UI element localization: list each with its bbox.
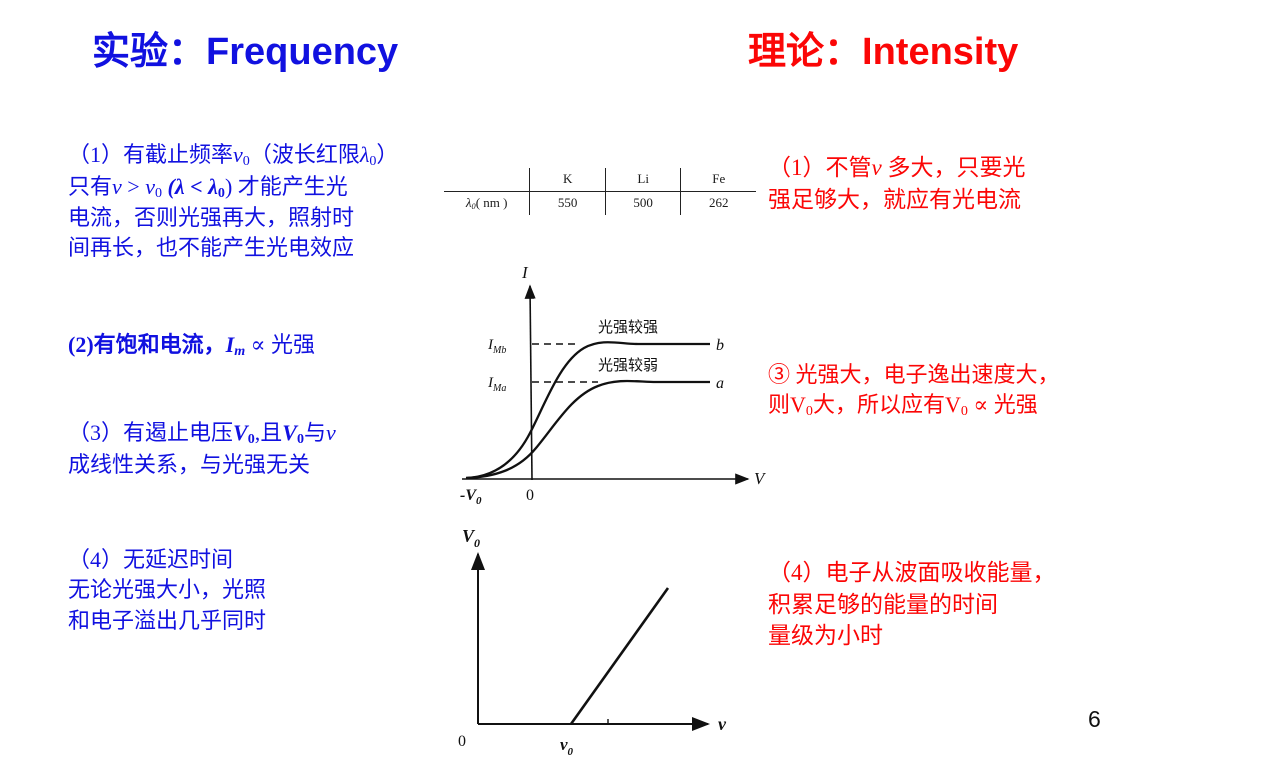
title-experiment: 实验：Frequency (92, 20, 398, 75)
symbol-nu: ν (145, 173, 155, 199)
right-p4-line2: 积累足够的能量的时间 (768, 591, 998, 617)
text-run: ） (376, 142, 399, 167)
right-p4-line1: （4）电子从波面吸收能量， (768, 560, 1056, 585)
symbol-lambda: λ (465, 195, 472, 210)
text-run: 与 (304, 420, 327, 445)
symbol-sub: 0 (960, 403, 968, 420)
iv-y-axis-label: I (521, 263, 529, 282)
iv-ytick-ima: IMa (487, 375, 506, 394)
v0-threshold-label: ν0 (560, 735, 574, 758)
symbol-sub: 0 (242, 153, 250, 170)
title-experiment-latin: Frequency (206, 31, 399, 73)
symbol-sub: 0 (805, 403, 813, 420)
text-run: （1）有截止频率 (68, 142, 234, 167)
unit-label: ( nm ) (475, 195, 508, 210)
iv-annotation-weak: 光强较弱 (598, 356, 658, 374)
iv-annotation-strong: 光强较强 (598, 318, 658, 336)
symbol-sub: m (234, 343, 246, 360)
v0-line-series (569, 587, 670, 725)
cutoff-wavelength-table: K Li Fe λ0( nm ) 550 500 262 (444, 168, 756, 215)
iv-curve-a (465, 379, 710, 480)
table-cell-li-value: 500 (605, 191, 682, 215)
text-run: （波长红限 (249, 142, 360, 167)
iv-y-axis (524, 284, 536, 481)
text-run: ∝ 光强 (967, 392, 1038, 418)
v0-x-axis-label: ν (718, 714, 727, 734)
title-theory-latin: Intensity (862, 31, 1019, 73)
symbol-sub: 0 (471, 201, 476, 211)
text-run: ) 才能产生光 (224, 173, 348, 199)
iv-curve-b (465, 341, 710, 480)
left-paragraph-3: （3）有遏止电压V0,且V0与ν 成线性关系，与光强无关 (68, 418, 336, 480)
symbol-sub: 0 (369, 153, 377, 170)
symbol-nu: ν (112, 173, 122, 199)
left-paragraph-4: （4）无延迟时间 无论光强大小，光照 和电子溢出几乎同时 (68, 545, 266, 636)
v0-y-axis-label: V0 (462, 526, 480, 550)
right-p1-line1: （1）不管ν 多大，只要光 (768, 152, 1025, 184)
symbol-lambda-compare: (λ < λ (162, 173, 218, 199)
right-p3-line2: 则V0大，所以应有V0 ∝ 光强 (768, 390, 1060, 422)
left-p3-line2: 成线性关系，与光强无关 (68, 451, 311, 477)
iv-stopping-voltage-label: -V0 (460, 487, 482, 506)
table-row-header-lambda0: λ0( nm ) (444, 191, 531, 215)
table-header-k: K (529, 168, 606, 192)
iv-x-axis-label: V (754, 469, 767, 488)
right-paragraph-3: ③ 光强大，电子逸出速度大， 则V0大，所以应有V0 ∝ 光强 (768, 360, 1060, 422)
symbol-sub: 0 (154, 184, 163, 201)
table-header-fe: Fe (680, 168, 756, 192)
iv-ytick-imb: IMb (487, 337, 506, 356)
iv-curve-b-label: b (716, 337, 724, 354)
table-corner-cell (444, 168, 531, 192)
symbol-V: V (282, 420, 297, 445)
text-run: ∝ 光强 (245, 332, 316, 357)
symbol-sub: 0 (217, 184, 225, 201)
title-experiment-prefix: 实验： (92, 31, 207, 73)
left-p3-line1: （3）有遏止电压V0,且V0与ν (68, 418, 336, 450)
text-run: 多大，只要光 (881, 155, 1026, 180)
left-paragraph-1: （1）有截止频率ν0（波长红限λ0） 只有ν > ν0 (λ < λ0) 才能产… (68, 140, 398, 264)
symbol-gt: > (121, 173, 146, 199)
title-theory: 理论：Intensity (748, 20, 1018, 75)
left-p1-line1: （1）有截止频率ν0（波长红限λ0） (68, 140, 398, 172)
left-p4-line1: （4）无延迟时间 (68, 547, 234, 572)
table-header-row: K Li Fe (444, 168, 756, 192)
right-p3-line1: ③ 光强大，电子逸出速度大， (768, 362, 1060, 387)
text-run: 只有 (68, 173, 113, 199)
stopping-voltage-frequency-chart: V0 ν 0 ν0 (436, 512, 766, 769)
title-theory-prefix: 理论： (748, 31, 863, 73)
table-row: λ0( nm ) 550 500 262 (444, 191, 756, 215)
text-run: (2)有饱和电流， (68, 332, 226, 357)
right-paragraph-4: （4）电子从波面吸收能量， 积累足够的能量的时间 量级为小时 (768, 557, 1056, 652)
table-header-li: Li (605, 168, 682, 192)
text-run: （1）不管 (768, 155, 872, 180)
left-p1-line3: 电流，否则光强再大，照射时 (68, 205, 355, 231)
page-number: 6 (1088, 706, 1101, 732)
iv-origin-label: 0 (526, 487, 534, 504)
left-p4-line2: 无论光强大小，光照 (68, 577, 267, 603)
symbol-sub: 0 (296, 431, 304, 448)
symbol-nu: ν (871, 155, 882, 180)
text-run: ,且 (254, 420, 283, 445)
right-p4-line3: 量级为小时 (768, 623, 883, 649)
symbol-I: I (225, 332, 235, 357)
symbol-nu: ν (233, 142, 243, 167)
table-cell-fe-value: 262 (708, 195, 729, 210)
table-cell-k-value: 550 (529, 191, 606, 215)
symbol-nu: ν (326, 420, 336, 445)
right-p1-line2: 强足够大，就应有光电流 (768, 186, 1021, 212)
left-p1-line4: 间再长，也不能产生光电效应 (68, 235, 355, 261)
symbol-V: V (233, 420, 248, 445)
symbol-lambda: λ (359, 142, 370, 167)
right-paragraph-1: （1）不管ν 多大，只要光 强足够大，就应有光电流 (768, 152, 1025, 215)
text-run: 大，所以应有V (812, 392, 961, 418)
v0-origin-label: 0 (458, 733, 466, 750)
text-run: 则V (768, 392, 806, 418)
left-p1-line2: 只有ν > ν0 (λ < λ0) 才能产生光 (68, 172, 398, 204)
symbol-sub: 0 (247, 431, 255, 448)
text-run: （3）有遏止电压 (68, 420, 234, 445)
iv-curve-a-label: a (716, 375, 724, 392)
left-p4-line3: 和电子溢出几乎同时 (68, 607, 267, 633)
current-voltage-chart: b a 光强较强 光强较弱 IMb IMa I V 0 -V0 (452, 258, 782, 511)
left-paragraph-2: (2)有饱和电流，Im ∝ 光强 (68, 330, 315, 362)
